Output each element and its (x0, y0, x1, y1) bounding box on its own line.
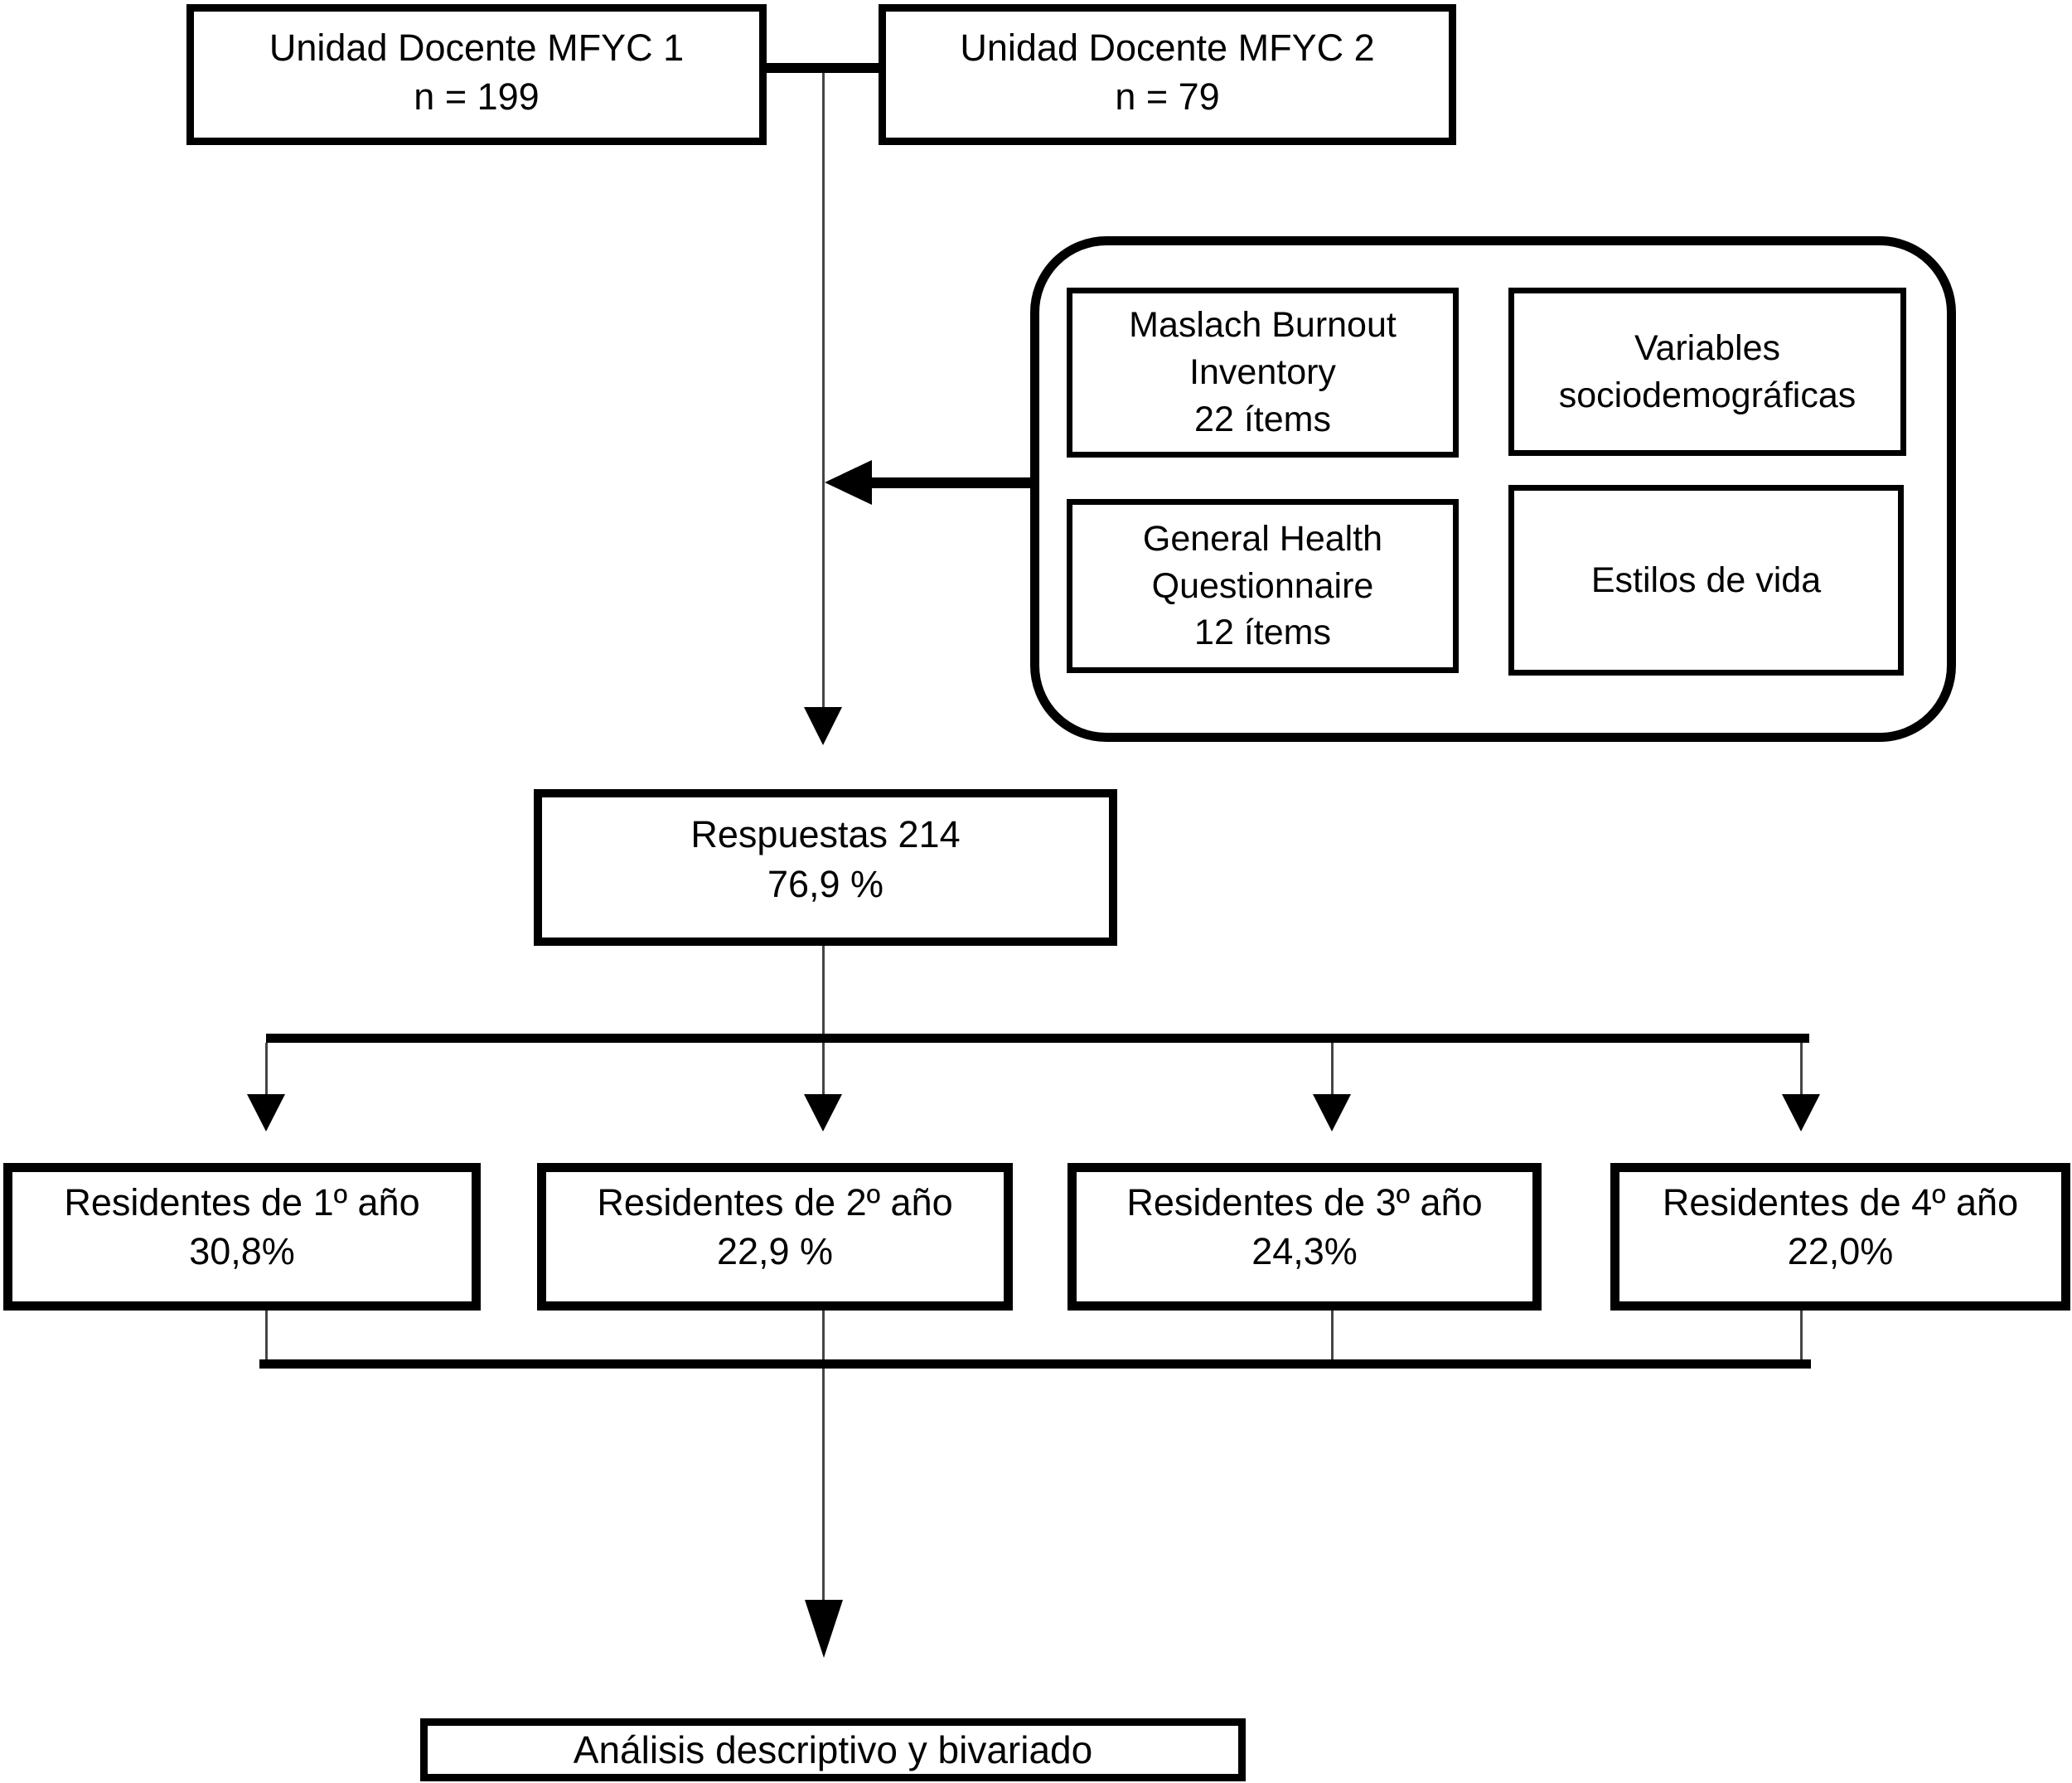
arrowhead-down-icon (247, 1094, 285, 1131)
node-title: Residentes de 3º año (1126, 1180, 1483, 1223)
node-respuestas: Respuestas 214 76,9 % (534, 789, 1117, 946)
arrowhead-left-icon (825, 460, 872, 505)
node-analisis: Análisis descriptivo y bivariado (420, 1718, 1246, 1781)
node-title: Respuestas 214 (690, 813, 961, 856)
node-line: General Health (1142, 518, 1383, 559)
node-residentes-2: Residentes de 2º año 22,9 % (537, 1163, 1013, 1311)
node-line: Questionnaire (1151, 565, 1374, 606)
node-title: Residentes de 2º año (597, 1180, 953, 1223)
connector-drop-line (822, 1043, 825, 1094)
node-percentage: 22,9 % (716, 1230, 834, 1272)
connector-instruments-line (869, 477, 1030, 488)
node-estilos-de-vida: Estilos de vida (1508, 485, 1904, 676)
node-residentes-4: Residentes de 4º año 22,0% (1610, 1163, 2070, 1311)
arrowhead-down-icon (804, 1094, 842, 1131)
connector-main-vertical-line (822, 73, 825, 707)
node-percentage: 30,8% (189, 1230, 295, 1272)
node-unidad-docente-2: Unidad Docente MFYC 2 n = 79 (879, 4, 1456, 145)
node-line: Maslach Burnout (1129, 305, 1397, 346)
node-line: Variables (1634, 327, 1781, 368)
connector-drop-line (265, 1043, 268, 1094)
node-line: sociodemográficas (1558, 375, 1857, 415)
connector-gather-line-segment (1331, 1311, 1334, 1359)
connector-gather-line-segment (1800, 1311, 1803, 1359)
node-sample-size: n = 79 (1115, 75, 1220, 118)
node-residentes-3: Residentes de 3º año 24,3% (1067, 1163, 1542, 1311)
node-percentage: 22,0% (1787, 1230, 1894, 1272)
node-line: 12 ítems (1194, 613, 1331, 653)
node-unidad-docente-1: Unidad Docente MFYC 1 n = 199 (186, 4, 767, 145)
connector-responses-vertical-line (822, 946, 825, 1034)
node-title: Análisis descriptivo y bivariado (573, 1727, 1093, 1771)
connector-gather-line-segment (265, 1311, 268, 1359)
node-maslach-burnout-inventory: Maslach Burnout Inventory 22 ítems (1067, 288, 1459, 458)
node-line: Estilos de vida (1590, 560, 1822, 600)
node-sample-size: n = 199 (414, 75, 540, 118)
arrowhead-down-icon (804, 707, 842, 745)
connector-analysis-vertical-line (822, 1369, 825, 1600)
node-line: Inventory (1189, 352, 1336, 393)
node-title: Residentes de 4º año (1662, 1180, 2019, 1223)
node-percentage: 24,3% (1251, 1230, 1358, 1272)
connector-topboxes-line (762, 63, 883, 73)
node-residentes-1: Residentes de 1º año 30,8% (3, 1163, 481, 1311)
node-percentage: 76,9 % (767, 862, 884, 905)
arrowhead-down-icon (1782, 1094, 1820, 1131)
connector-drop-line (1800, 1043, 1803, 1094)
arrowhead-down-icon (805, 1600, 843, 1658)
node-variables-sociodemograficas: Variables sociodemográficas (1508, 288, 1906, 456)
node-title: Residentes de 1º año (64, 1180, 420, 1223)
connector-drop-line (1331, 1043, 1334, 1094)
node-title: Unidad Docente MFYC 2 (960, 26, 1375, 69)
connector-gather-line (259, 1359, 1811, 1369)
node-general-health-questionnaire: General Health Questionnaire 12 ítems (1067, 499, 1459, 673)
node-line: 22 ítems (1194, 399, 1331, 439)
connector-distribution-line (266, 1034, 1809, 1043)
connector-gather-line-segment (822, 1311, 825, 1359)
node-title: Unidad Docente MFYC 1 (269, 26, 685, 69)
arrowhead-down-icon (1313, 1094, 1351, 1131)
